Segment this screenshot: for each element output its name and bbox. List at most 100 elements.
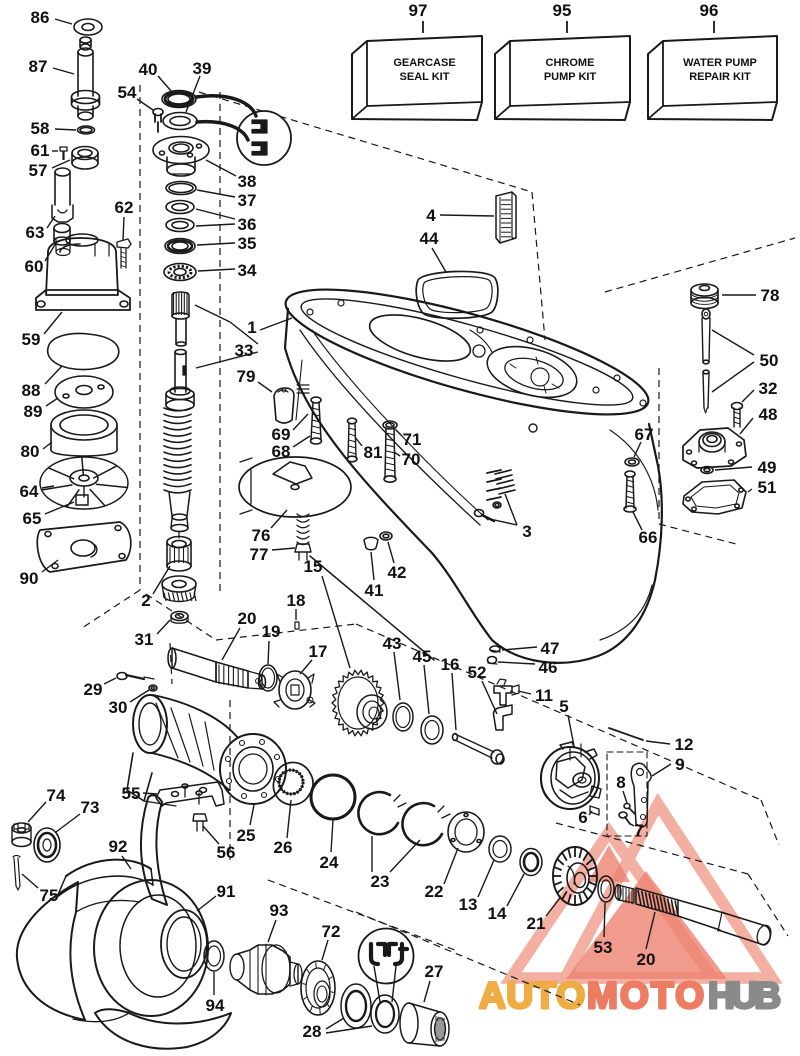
svg-text:64: 64 (20, 482, 39, 501)
svg-text:20: 20 (637, 950, 656, 969)
svg-text:94: 94 (206, 996, 225, 1015)
svg-text:68: 68 (272, 442, 291, 461)
svg-text:23: 23 (371, 872, 390, 891)
svg-text:SEAL KIT: SEAL KIT (400, 71, 450, 83)
svg-text:50: 50 (760, 351, 779, 370)
svg-text:93: 93 (270, 901, 289, 920)
svg-text:92: 92 (109, 837, 128, 856)
svg-text:17: 17 (309, 642, 328, 661)
svg-text:43: 43 (383, 634, 402, 653)
svg-text:4: 4 (426, 206, 436, 225)
svg-text:52: 52 (468, 663, 487, 682)
svg-text:59: 59 (22, 330, 41, 349)
svg-text:34: 34 (238, 261, 257, 280)
svg-text:51: 51 (758, 478, 777, 497)
svg-text:78: 78 (761, 286, 780, 305)
svg-text:27: 27 (425, 962, 444, 981)
svg-text:75: 75 (40, 886, 59, 905)
svg-text:18: 18 (287, 591, 306, 610)
svg-text:8: 8 (616, 773, 625, 792)
svg-text:63: 63 (26, 223, 45, 242)
svg-text:86: 86 (31, 8, 50, 27)
svg-text:57: 57 (29, 161, 48, 180)
svg-text:3: 3 (522, 522, 531, 541)
svg-text:9: 9 (675, 755, 684, 774)
svg-text:5: 5 (559, 697, 568, 716)
svg-text:AUTO: AUTO (479, 975, 585, 1016)
svg-text:61: 61 (31, 141, 50, 160)
svg-text:29: 29 (84, 680, 103, 699)
svg-text:24: 24 (320, 853, 339, 872)
svg-text:53: 53 (594, 938, 613, 957)
svg-text:97: 97 (409, 1, 428, 20)
svg-text:HUB: HUB (708, 975, 781, 1016)
svg-text:67: 67 (635, 425, 654, 444)
svg-text:MOTO: MOTO (587, 975, 704, 1016)
svg-text:26: 26 (274, 838, 293, 857)
svg-text:25: 25 (237, 826, 256, 845)
svg-text:60: 60 (25, 257, 44, 276)
svg-text:90: 90 (20, 569, 39, 588)
svg-text:31: 31 (135, 630, 154, 649)
svg-text:20: 20 (238, 609, 257, 628)
svg-text:11: 11 (535, 686, 553, 705)
svg-text:71: 71 (403, 430, 422, 449)
svg-text:55: 55 (122, 784, 141, 803)
svg-text:65: 65 (23, 509, 42, 528)
svg-text:47: 47 (541, 639, 560, 658)
svg-text:REPAIR KIT: REPAIR KIT (689, 71, 751, 83)
svg-text:80: 80 (21, 442, 40, 461)
svg-text:1: 1 (247, 318, 256, 337)
svg-text:69: 69 (272, 425, 291, 444)
svg-text:12: 12 (675, 735, 694, 754)
svg-text:89: 89 (24, 402, 43, 421)
svg-text:30: 30 (109, 698, 128, 717)
svg-text:32: 32 (759, 379, 778, 398)
svg-text:37: 37 (238, 191, 257, 210)
svg-text:16: 16 (441, 655, 460, 674)
svg-text:PUMP KIT: PUMP KIT (544, 71, 597, 83)
svg-text:14: 14 (488, 904, 507, 923)
svg-text:73: 73 (81, 798, 100, 817)
svg-text:81: 81 (364, 443, 383, 462)
svg-text:GEARCASE: GEARCASE (393, 57, 455, 69)
svg-text:13: 13 (459, 895, 478, 914)
svg-text:70: 70 (402, 450, 421, 469)
svg-text:35: 35 (238, 234, 257, 253)
svg-text:95: 95 (553, 1, 572, 20)
svg-text:2: 2 (141, 591, 150, 610)
svg-text:6: 6 (578, 808, 587, 827)
svg-text:42: 42 (388, 563, 407, 582)
svg-text:54: 54 (118, 83, 137, 102)
svg-text:66: 66 (639, 528, 658, 547)
svg-text:22: 22 (425, 882, 444, 901)
svg-text:19: 19 (262, 622, 281, 641)
svg-text:72: 72 (322, 922, 341, 941)
svg-text:62: 62 (115, 198, 134, 217)
svg-text:21: 21 (527, 914, 546, 933)
svg-text:76: 76 (252, 526, 271, 545)
svg-text:CHROME: CHROME (546, 57, 595, 69)
svg-text:45: 45 (413, 647, 432, 666)
svg-text:WATER PUMP: WATER PUMP (683, 57, 757, 69)
svg-text:56: 56 (217, 843, 236, 862)
svg-text:41: 41 (365, 581, 384, 600)
svg-text:58: 58 (31, 119, 50, 138)
svg-text:77: 77 (250, 545, 269, 564)
svg-text:7: 7 (634, 821, 643, 840)
svg-text:46: 46 (539, 658, 558, 677)
svg-text:96: 96 (700, 1, 719, 20)
svg-text:40: 40 (139, 60, 158, 79)
svg-text:28: 28 (303, 1022, 322, 1041)
svg-text:48: 48 (759, 405, 778, 424)
svg-text:33: 33 (235, 341, 254, 360)
svg-text:38: 38 (238, 172, 257, 191)
svg-text:79: 79 (237, 367, 256, 386)
svg-text:49: 49 (758, 458, 777, 477)
svg-text:15: 15 (304, 557, 323, 576)
svg-text:36: 36 (238, 215, 257, 234)
svg-text:87: 87 (29, 57, 48, 76)
svg-text:91: 91 (217, 882, 236, 901)
svg-text:88: 88 (22, 381, 41, 400)
svg-text:39: 39 (193, 59, 212, 78)
